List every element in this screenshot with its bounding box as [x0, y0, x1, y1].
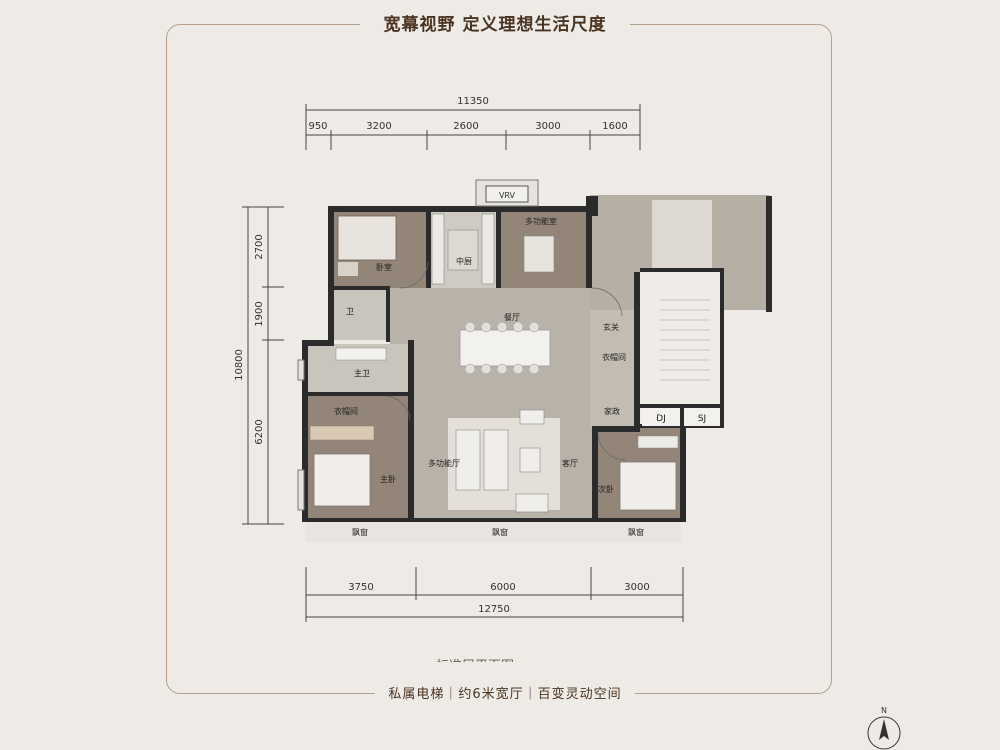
- dim-left-seg-1: 2700: [254, 234, 265, 259]
- master-closet: [309, 425, 375, 441]
- master-bed: [313, 453, 371, 507]
- sofa-left: [455, 429, 481, 491]
- dim-bottom-seg-3: 3000: [624, 582, 649, 593]
- dim-bottom-seg-1: 3750: [348, 582, 373, 593]
- page-title: 宽幕视野 定义理想生活尺度: [360, 10, 630, 35]
- label-coat-closet: 衣帽间: [602, 352, 626, 362]
- label-sj: SJ: [698, 414, 706, 424]
- label-dining: 餐厅: [504, 313, 520, 322]
- sofa-main: [483, 429, 509, 491]
- multi-room-table: [523, 235, 555, 273]
- dim-top-total: 11350: [457, 96, 489, 107]
- label-living: 客厅: [562, 458, 578, 468]
- compass-letter: N: [881, 706, 887, 715]
- stair-lines: [660, 299, 710, 381]
- tagline: 私属电梯｜约6米宽厅｜百变灵动空间: [375, 683, 635, 702]
- walls: [302, 196, 772, 522]
- label-multi-hall: 多功能厅: [428, 458, 460, 468]
- dj-box: [642, 408, 680, 426]
- label-entry: 玄关: [603, 322, 619, 332]
- label-bay-window-1: 飘窗: [352, 527, 368, 537]
- top-dimensions: [305, 104, 641, 150]
- left-dimensions: [242, 206, 284, 525]
- dim-top-seg-3: 2600: [453, 121, 478, 132]
- kitchen-island: [447, 229, 479, 271]
- label-master-bath: 主卫: [354, 368, 370, 378]
- compass-icon: [867, 716, 901, 750]
- dining-table: [459, 329, 551, 367]
- kitchen-counter-left: [431, 213, 445, 285]
- label-walk-in-closet: 衣帽间: [334, 406, 358, 416]
- stair-area: [638, 272, 722, 407]
- armchair-top: [519, 409, 545, 425]
- label-dj: DJ: [656, 414, 666, 424]
- bedroom-nightstand: [338, 262, 358, 276]
- elevator-shaft: [652, 200, 712, 268]
- entry-floor: [590, 288, 635, 428]
- dim-bottom-total: 12750: [478, 604, 510, 615]
- dim-left-total: 10800: [234, 349, 245, 381]
- kitchen-counter-right: [481, 213, 495, 285]
- label-kitchen: 中厨: [456, 256, 472, 266]
- dim-top-seg-4: 3000: [535, 121, 560, 132]
- dim-left-seg-2: 1900: [254, 301, 265, 326]
- vrv-box: [485, 185, 529, 203]
- armchair-bottom: [515, 493, 549, 513]
- bedroom-bed: [337, 215, 397, 261]
- label-housekeeping: 家政: [604, 406, 620, 416]
- vrv-label: VRV: [499, 191, 516, 200]
- bay-window-strip: [305, 522, 681, 542]
- label-bay-window-3: 飘窗: [628, 527, 644, 537]
- dim-top-seg-5: 1600: [602, 121, 627, 132]
- label-bath: 卫: [346, 307, 354, 316]
- dim-bottom-seg-2: 6000: [490, 582, 515, 593]
- dim-top-seg-1: 950: [308, 121, 327, 132]
- bath-floor: [334, 290, 390, 340]
- sj-box: [684, 408, 720, 426]
- second-bed: [619, 461, 677, 511]
- door-arcs: [385, 261, 627, 461]
- label-bedroom: 卧室: [376, 262, 392, 272]
- dining-chairs: [464, 321, 540, 375]
- coffee-table: [519, 447, 541, 473]
- label-bay-window-2: 飘窗: [492, 527, 508, 537]
- dim-left-seg-3: 6200: [254, 419, 265, 444]
- master-bath-vanity: [335, 347, 387, 361]
- label-second-bedroom: 次卧: [598, 484, 614, 494]
- second-closet: [637, 435, 679, 449]
- label-multi-room: 多功能室: [525, 216, 557, 226]
- label-master-bedroom: 主卧: [380, 474, 396, 484]
- dim-top-seg-2: 3200: [366, 121, 391, 132]
- bottom-dimensions: [305, 567, 684, 622]
- plan-caption-partial: 标准层平面图: [436, 655, 514, 662]
